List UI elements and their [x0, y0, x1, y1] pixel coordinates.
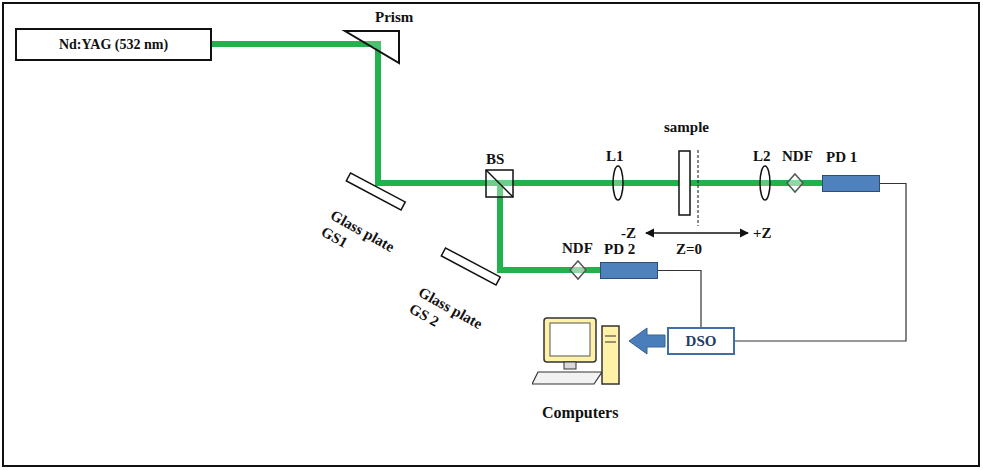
focal-plane: [698, 150, 699, 226]
part-label: L2: [753, 147, 771, 166]
signal-cable: [735, 184, 906, 342]
part-label-rotated: Glass plate GS1: [318, 206, 412, 281]
glass-plate: [441, 248, 500, 285]
node-text: DSO: [686, 333, 717, 350]
photodetector-node: PD 1: [822, 148, 880, 192]
part-label-rotated: Glass plate GS 2: [406, 283, 500, 358]
sample-cell: [679, 151, 690, 215]
node-text: Computers: [532, 404, 627, 422]
photodetector: [822, 175, 880, 192]
node-text: Nd:YAG (532 nm): [59, 37, 168, 53]
lens: [760, 166, 770, 200]
computer-node: Computers: [532, 312, 627, 422]
part-label: Prism: [375, 8, 413, 27]
beam-splitter: [486, 170, 513, 197]
instrument-box: Nd:YAG (532 nm): [15, 28, 212, 61]
data-arrow: [629, 328, 665, 354]
nd-filter: [570, 261, 586, 279]
instrument-box: DSO: [667, 327, 735, 355]
part-label: L1: [606, 147, 624, 166]
lens: [613, 166, 623, 200]
computer-icon: [532, 312, 627, 390]
splitter-diagonal: [486, 170, 513, 197]
part-label: NDF: [782, 147, 813, 166]
photodetector-node: PD 2: [600, 240, 658, 279]
part-label: BS: [486, 150, 504, 169]
signal-cable: [658, 271, 701, 328]
photodetector: [600, 262, 658, 279]
part-label: -Z: [621, 224, 636, 243]
node-text: PD 2: [600, 240, 658, 259]
part-label: sample: [664, 118, 709, 137]
frame: [3, 3, 979, 466]
part-label: +Z: [753, 224, 772, 243]
glass-plate: [346, 173, 405, 210]
part-label: NDF: [562, 239, 593, 258]
laser-beam: [212, 44, 822, 270]
nd-filter: [787, 174, 803, 192]
prism: [345, 31, 399, 63]
node-text: PD 1: [822, 148, 880, 167]
z-axis: [646, 232, 748, 233]
part-label: Z=0: [676, 240, 702, 259]
